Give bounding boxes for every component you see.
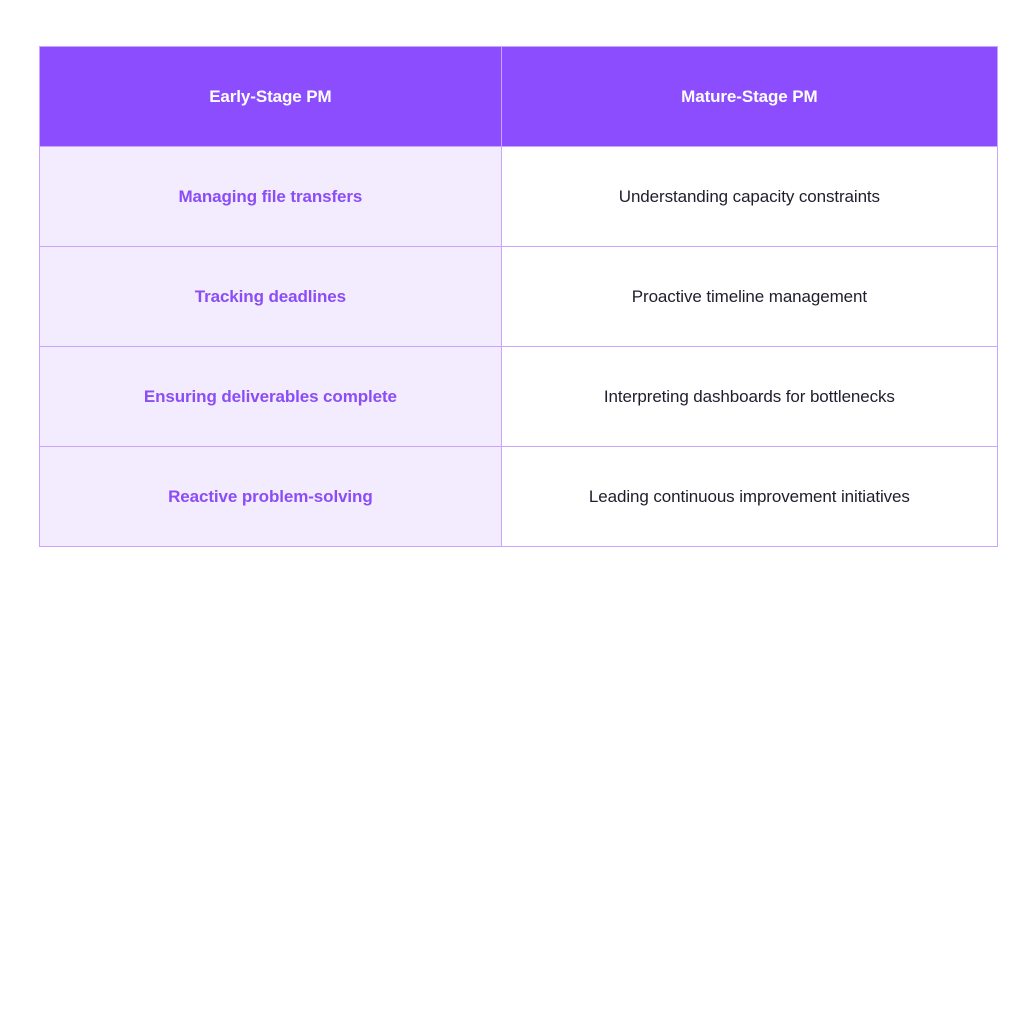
cell-mature-stage-1: Understanding capacity constraints [500, 146, 999, 247]
cell-early-stage-1: Managing file transfers [39, 146, 502, 247]
table-row: Managing file transfers Understanding ca… [39, 146, 999, 247]
column-header-mature-stage-pm: Mature-Stage PM [500, 46, 999, 147]
column-header-early-stage-pm: Early-Stage PM [39, 46, 502, 147]
table-body: Managing file transfers Understanding ca… [39, 146, 999, 547]
table-row: Reactive problem-solving Leading continu… [39, 446, 999, 547]
table-row: Ensuring deliverables complete Interpret… [39, 346, 999, 447]
cell-mature-stage-2: Proactive timeline management [500, 246, 999, 347]
table-header-row: Early-Stage PM Mature-Stage PM [39, 46, 999, 147]
cell-mature-stage-3: Interpreting dashboards for bottlenecks [500, 346, 999, 447]
cell-early-stage-4: Reactive problem-solving [39, 446, 502, 547]
table-header: Early-Stage PM Mature-Stage PM [39, 46, 999, 147]
cell-early-stage-3: Ensuring deliverables complete [39, 346, 502, 447]
cell-early-stage-2: Tracking deadlines [39, 246, 502, 347]
comparison-table-container: Early-Stage PM Mature-Stage PM Managing … [39, 46, 999, 547]
pm-comparison-table: Early-Stage PM Mature-Stage PM Managing … [39, 46, 999, 547]
cell-mature-stage-4: Leading continuous improvement initiativ… [500, 446, 999, 547]
table-row: Tracking deadlines Proactive timeline ma… [39, 246, 999, 347]
